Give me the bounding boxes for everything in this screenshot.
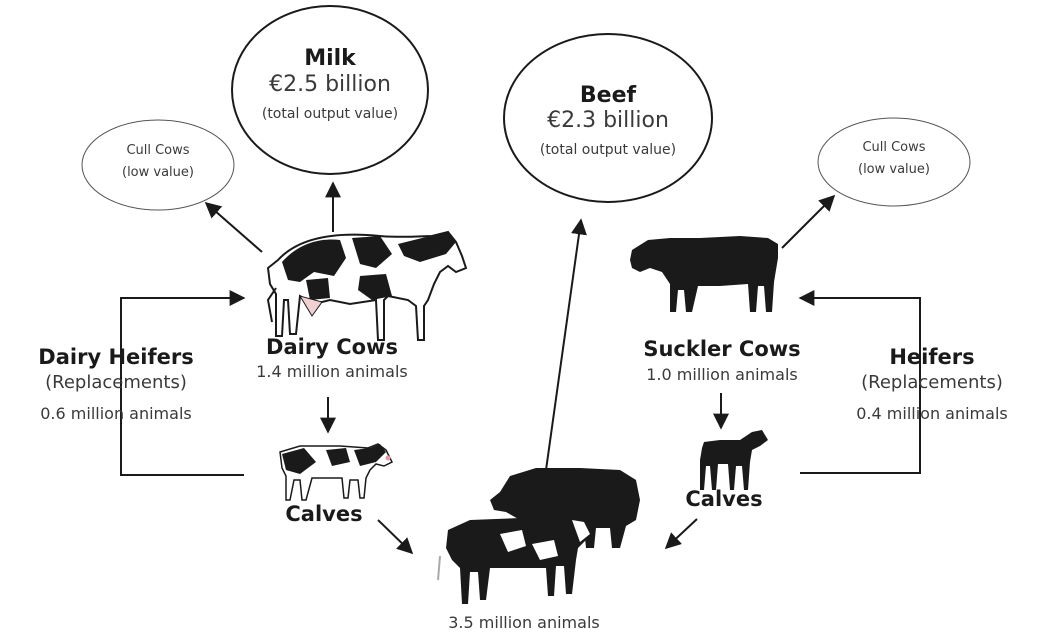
heifers-sub: (Replacements) [861,372,1003,393]
dairy-heifers-sub: (Replacements) [45,372,187,393]
calves-right-label: Calves [685,487,763,511]
beef-animals-count: 3.5 million animals [448,613,600,632]
cull-cows-left-ellipse [81,119,235,211]
cull-right-label: Cull Cows [862,140,926,155]
beef-value: €2.3 billion [547,108,669,133]
dairy-heifers-count: 0.6 million animals [40,404,192,423]
dairy-calf-icon [279,443,394,501]
dairy-heifers-label: Dairy Heifers [38,345,194,369]
dairy-cows-label: Dairy Cows [266,335,398,359]
suckler-cows-label: Suckler Cows [643,337,801,361]
heifers-label: Heifers [889,345,975,369]
arrow-calves-left-to-beef [377,519,414,555]
arrow-dairy-to-cull [204,201,263,253]
milk-note: (total output value) [261,106,399,122]
beef-note: (total output value) [539,142,677,158]
arrow-suckler-to-cull [781,194,836,249]
beef-animals-icon [437,468,640,604]
cull-cows-right-ellipse [817,117,971,207]
milk-value: €2.5 billion [269,72,391,97]
dairy-cow-icon [266,230,468,341]
dairy-cows-count: 1.4 million animals [256,362,408,381]
loop-heifers [798,290,921,474]
arrow-beef-animals-to-beef [545,218,587,471]
milk-ellipse [231,5,429,175]
heifers-count: 0.4 million animals [856,404,1008,423]
suckler-cows-count: 1.0 million animals [646,365,798,384]
calves-left-label: Calves [285,502,363,526]
cull-right-note: (low value) [858,162,930,177]
beef-title: Beef [579,83,637,108]
suckler-calf-icon [700,430,768,490]
cull-left-note: (low value) [122,165,194,180]
cull-left-label: Cull Cows [126,143,190,158]
milk-title: Milk [304,46,356,71]
suckler-cow-icon [630,236,778,312]
arrow-calves-right-to-beef [664,518,698,550]
beef-ellipse [503,33,713,203]
loop-dairy-heifers [120,290,246,476]
